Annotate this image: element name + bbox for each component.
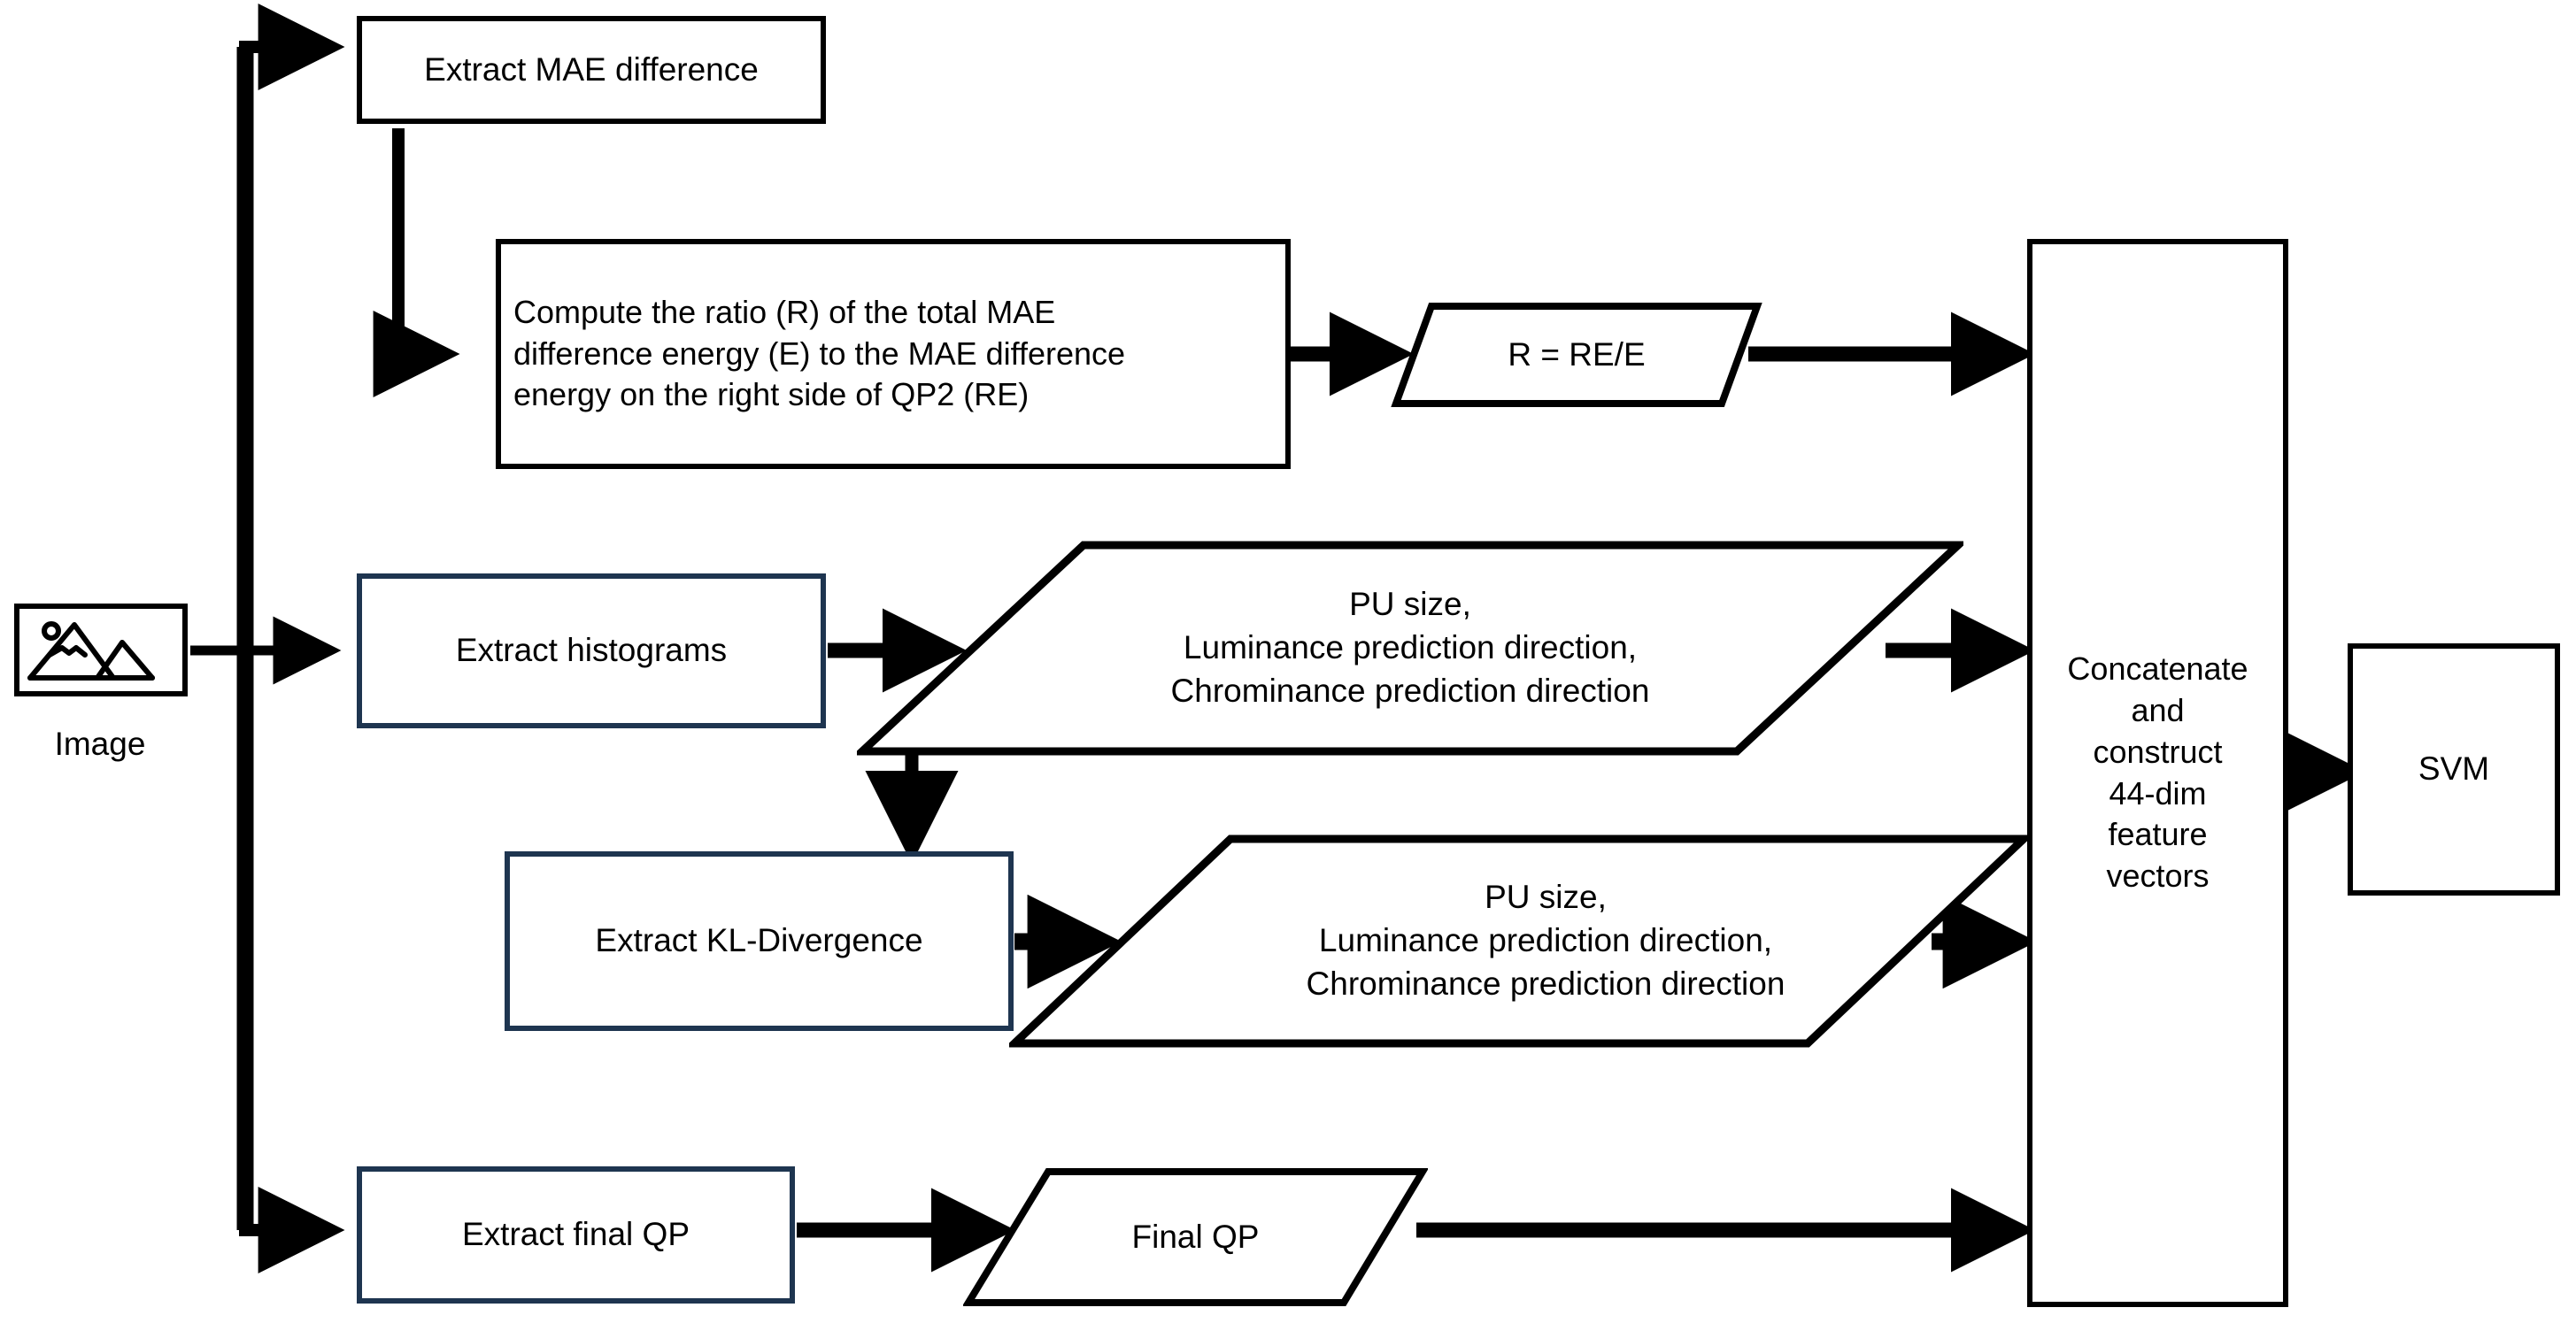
node-extract-kl-divergence-label: Extract KL-Divergence (595, 922, 923, 959)
node-svm[interactable]: SVM (2348, 643, 2560, 896)
node-extract-final-qp[interactable]: Extract final QP (357, 1166, 795, 1304)
node-r-formula[interactable]: R = RE/E (1391, 301, 1762, 409)
image-caption: Image (54, 726, 146, 762)
node-extract-kl-divergence[interactable]: Extract KL-Divergence (505, 851, 1014, 1031)
node-final-qp[interactable]: Final QP (963, 1166, 1428, 1308)
edge-mae-to-compute-ratio (373, 128, 460, 397)
node-final-qp-label: Final QP (1131, 1218, 1260, 1255)
image-icon-glyph (27, 621, 155, 681)
node-concatenate[interactable]: Concatenate and construct 44-dim feature… (2027, 239, 2288, 1307)
node-svm-label: SVM (2418, 750, 2490, 788)
node-hist-features-label: PU size, Luminance prediction direction,… (1170, 586, 1650, 709)
node-compute-ratio-label: Compute the ratio (R) of the total MAE d… (513, 293, 1126, 413)
node-hist-features[interactable]: PU size, Luminance prediction direction,… (857, 540, 1963, 757)
node-extract-histograms-label: Extract histograms (455, 632, 728, 669)
image-icon (14, 604, 188, 696)
node-extract-final-qp-label: Extract final QP (461, 1216, 690, 1253)
node-kl-features-label: PU size, Luminance prediction direction,… (1306, 879, 1785, 1002)
node-concatenate-label: Concatenate and construct 44-dim feature… (2067, 650, 2248, 895)
node-extract-mae-difference-label: Extract MAE difference (424, 50, 759, 88)
node-extract-histograms[interactable]: Extract histograms (357, 573, 826, 728)
node-compute-ratio[interactable]: Compute the ratio (R) of the total MAE d… (496, 239, 1291, 469)
node-extract-mae-difference[interactable]: Extract MAE difference (357, 16, 826, 124)
node-kl-features[interactable]: PU size, Luminance prediction direction,… (1009, 834, 2029, 1049)
node-r-formula-label: R = RE/E (1508, 335, 1646, 373)
